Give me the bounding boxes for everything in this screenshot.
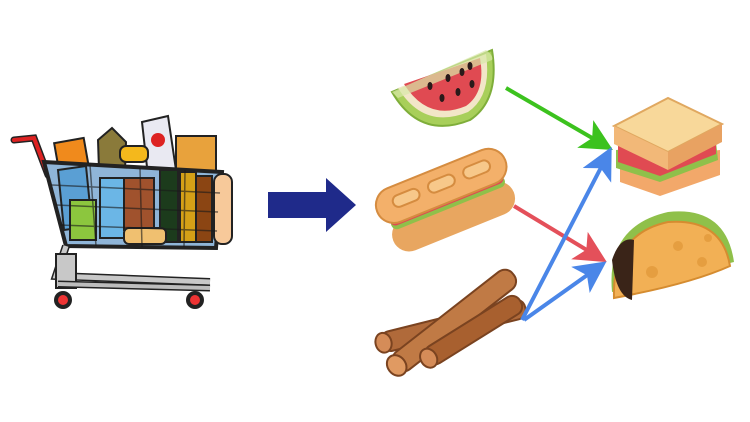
sub-sandwich-icon — [374, 147, 516, 252]
arrow-cinnamon-to-taco — [522, 261, 607, 322]
arrow-sub-to-taco — [512, 204, 607, 263]
arrow-cinnamon-to-sandwich — [520, 146, 612, 321]
watermelon-icon — [390, 48, 495, 127]
transform-arrow — [268, 178, 356, 232]
arrow-watermelon-to-sandwich — [504, 86, 613, 151]
taco-icon — [611, 211, 734, 300]
shopping-cart-icon — [10, 114, 233, 309]
cinnamon-sticks-icon — [374, 268, 527, 377]
sandwich-icon — [611, 96, 725, 196]
